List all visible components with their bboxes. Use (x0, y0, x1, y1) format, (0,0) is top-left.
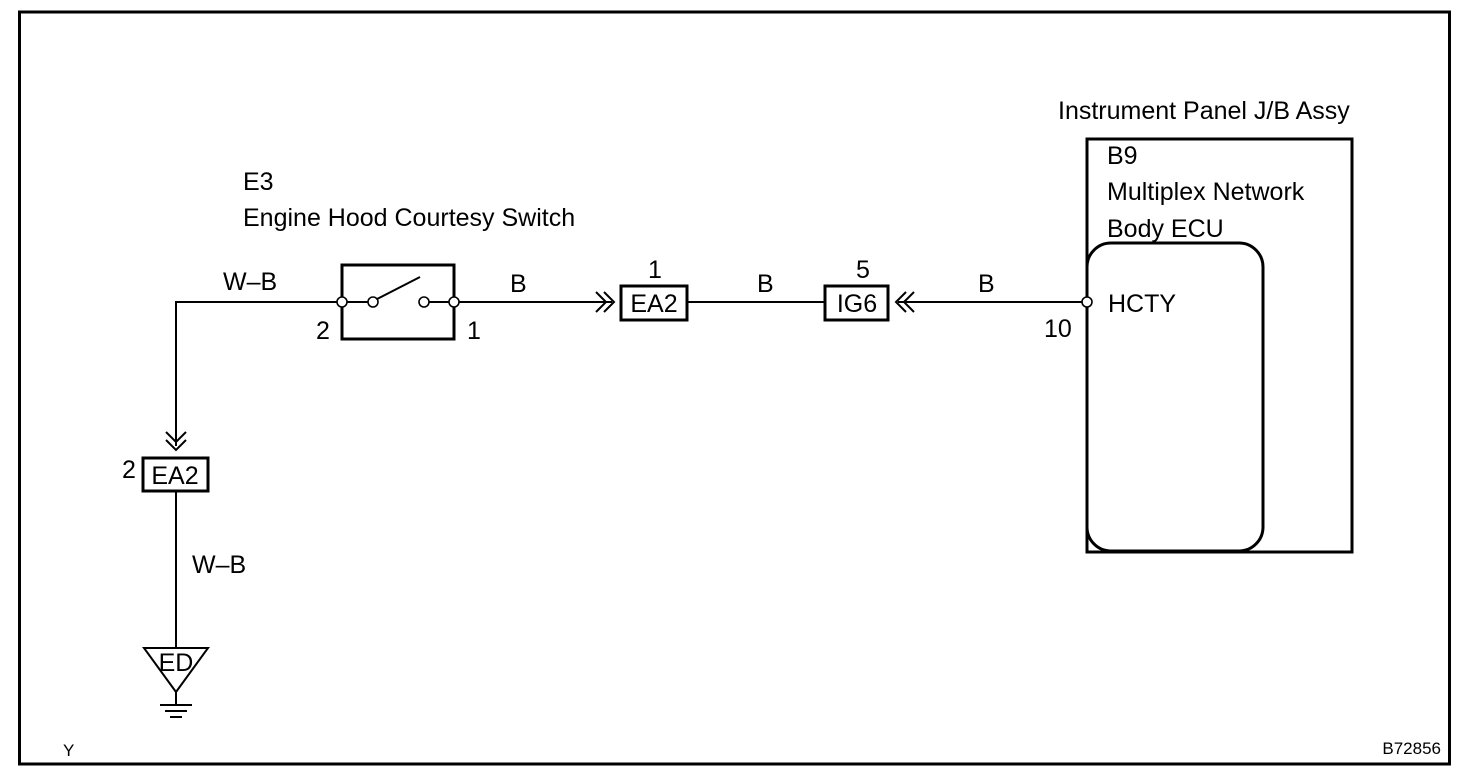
ground-point-ed (142, 647, 210, 694)
hood-switch-symbol (336, 263, 460, 341)
wire-color-top-left: W–B (223, 268, 277, 296)
switch-pin-right: 1 (467, 317, 481, 345)
ecu-name-line2: Body ECU (1107, 215, 1224, 243)
connector-ea2-top-label: EA2 (630, 290, 677, 318)
diagram-frame (18, 10, 1451, 766)
connector-arrow-icon (595, 291, 616, 313)
junction-block-title: Instrument Panel J/B Assy (1058, 97, 1350, 125)
connector-ig6-label: IG6 (837, 290, 877, 318)
ecu-terminal-pin: 10 (1044, 315, 1072, 343)
connector-ig6-pin: 5 (856, 256, 870, 284)
switch-name: Engine Hood Courtesy Switch (243, 204, 575, 232)
footer-left-mark: Y (63, 741, 74, 760)
ground-icon (160, 692, 192, 718)
junction-block-box (1085, 137, 1354, 554)
connector-ig6 (823, 284, 890, 322)
wire-color-switch-ea2: B (510, 270, 527, 298)
connector-arrow-icon (165, 431, 187, 452)
connector-ea2-left (141, 456, 210, 493)
switch-code: E3 (243, 168, 274, 196)
ecu-terminal-name: HCTY (1108, 290, 1176, 318)
ecu-code: B9 (1107, 142, 1138, 170)
wire-wb-top (175, 301, 342, 446)
connector-ea2-top (619, 284, 689, 322)
ground-label: ED (159, 649, 194, 677)
figure-code: B72856 (1382, 739, 1441, 758)
ecu-terminal (1081, 296, 1093, 308)
connector-ea2-top-pin: 1 (648, 256, 662, 284)
switch-pin-left: 2 (316, 317, 330, 345)
wire-color-ig6-ecu: B (978, 270, 995, 298)
ecu-box (1085, 241, 1265, 553)
wire-color-ea2-ig6: B (757, 270, 774, 298)
connector-ea2-left-label: EA2 (151, 462, 198, 490)
connector-arrow-icon (894, 291, 915, 313)
wire-color-bottom-left: W–B (192, 551, 246, 579)
connector-ea2-left-pin: 2 (122, 456, 136, 484)
ecu-name-line1: Multiplex Network (1107, 178, 1305, 206)
